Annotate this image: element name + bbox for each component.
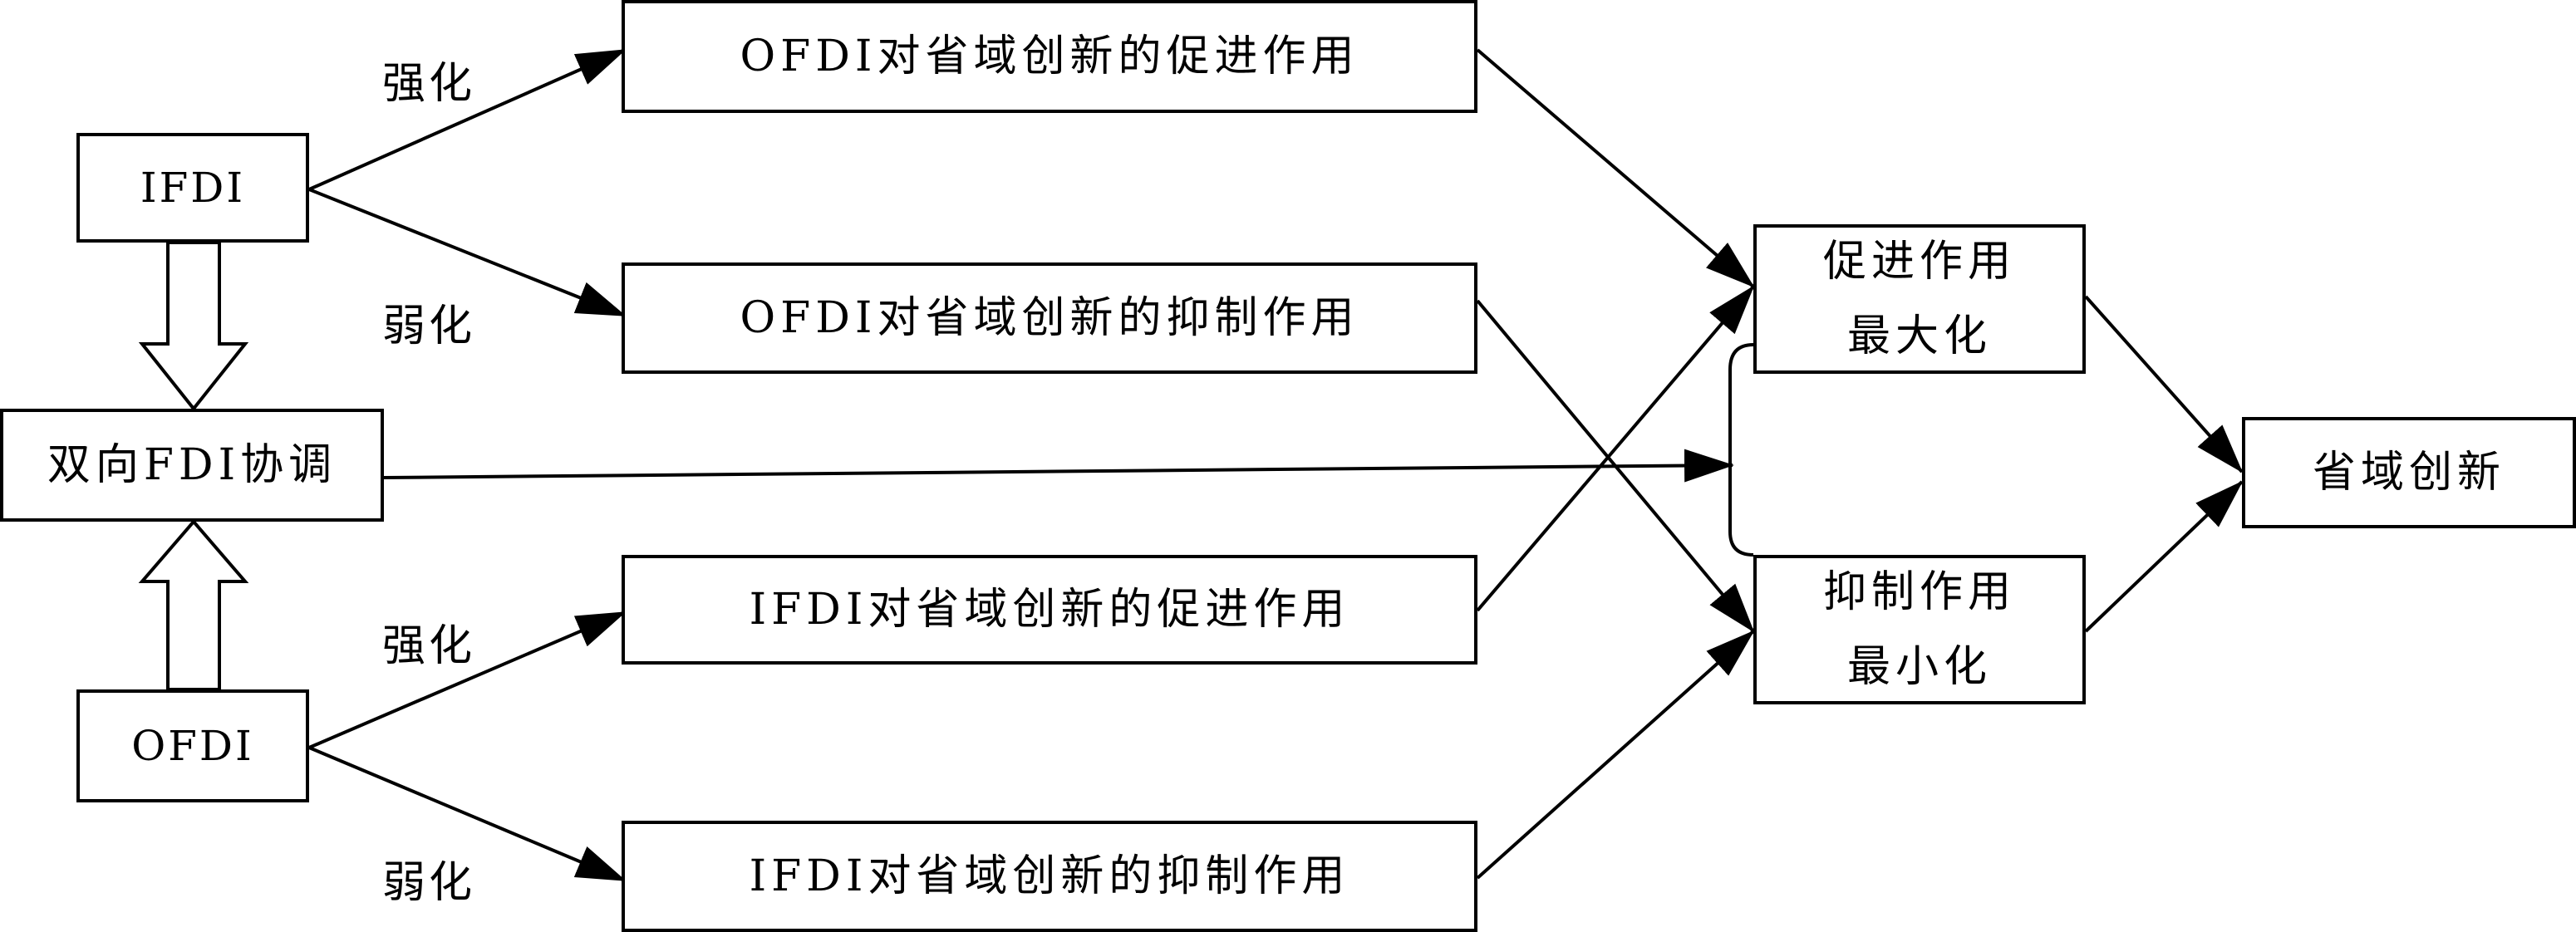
ifdi-promote-box: IFDI对省域创新的促进作用 — [622, 555, 1477, 665]
label-strengthen-top: 强化 — [382, 59, 476, 109]
brace — [1728, 343, 1754, 557]
block-arrow-down — [138, 241, 249, 412]
arrow-ifdi-to-ofdi-inhibit — [308, 188, 627, 317]
block-arrow-up — [138, 518, 249, 691]
arrow-ifdi-to-ofdi-promote — [308, 48, 627, 191]
coordination-box: 双向FDI协调 — [0, 409, 384, 522]
label-weaken-top: 弱化 — [382, 302, 476, 351]
label-weaken-bottom: 弱化 — [382, 858, 476, 908]
arrow-ifdi-inhibit-to-min — [1476, 630, 1755, 880]
ofdi-promote-label: OFDI对省域创新的促进作用 — [740, 32, 1359, 81]
coordination-label: 双向FDI协调 — [47, 440, 337, 490]
ofdi-inhibit-label: OFDI对省域创新的抑制作用 — [740, 293, 1359, 343]
arrow-max-to-result — [2084, 295, 2244, 473]
ofdi-label: OFDI — [131, 722, 254, 770]
arrow-ofdi-to-ifdi-promote — [308, 611, 627, 749]
maximize-line1: 促进作用 — [1822, 237, 2016, 287]
ofdi-box: OFDI — [76, 689, 309, 802]
ifdi-label: IFDI — [140, 164, 246, 212]
ofdi-promote-box: OFDI对省域创新的促进作用 — [622, 0, 1477, 113]
arrow-min-to-result — [2084, 480, 2244, 633]
ifdi-inhibit-box: IFDI对省域创新的抑制作用 — [622, 821, 1477, 932]
maximize-promotion-box: 促进作用 最大化 — [1753, 224, 2086, 374]
minimize-line2: 最小化 — [1846, 642, 1992, 692]
ifdi-inhibit-label: IFDI对省域创新的抑制作用 — [749, 851, 1350, 901]
arrow-ifdi-promote-to-max — [1476, 285, 1755, 612]
ofdi-inhibit-box: OFDI对省域创新的抑制作用 — [622, 262, 1477, 374]
provincial-innovation-box: 省域创新 — [2242, 417, 2576, 528]
arrow-ofdi-to-ifdi-inhibit — [308, 746, 627, 882]
arrow-ofdi-promote-to-max — [1476, 48, 1755, 288]
label-strengthen-bottom: 强化 — [382, 621, 476, 671]
provincial-innovation-label: 省域创新 — [2312, 448, 2505, 498]
arrow-coord-to-brace — [383, 449, 1734, 483]
ifdi-box: IFDI — [76, 133, 309, 243]
maximize-line2: 最大化 — [1846, 311, 1992, 361]
ifdi-promote-label: IFDI对省域创新的促进作用 — [749, 585, 1350, 635]
minimize-inhibition-box: 抑制作用 最小化 — [1753, 555, 2086, 704]
minimize-line1: 抑制作用 — [1822, 567, 2016, 617]
